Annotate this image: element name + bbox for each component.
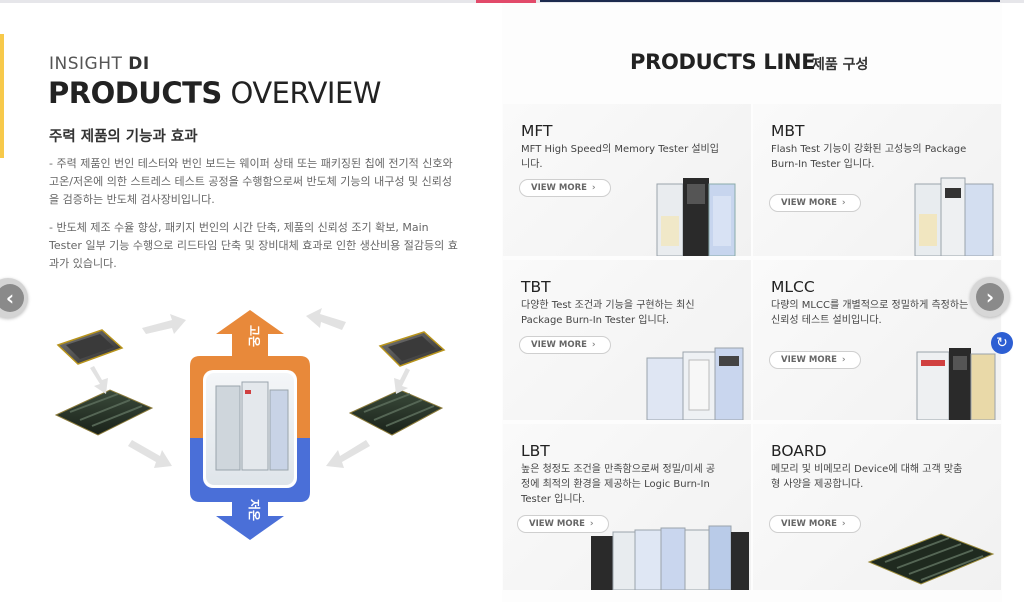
product-name: BOARD: [771, 442, 827, 460]
page-title: PRODUCTS OVERVIEW: [48, 76, 381, 110]
lbt-equipment-image: [591, 525, 749, 590]
prev-slide-button[interactable]: ‹: [0, 278, 28, 318]
product-name: MFT: [521, 122, 553, 140]
product-description: Flash Test 기능이 강화된 고성능의 Package Burn-In …: [771, 144, 967, 170]
product-card-board[interactable]: BOARD 메모리 및 비메모리 Device에 대해 고객 맞춤형 사양을 제…: [753, 424, 1001, 590]
chevron-right-icon: ›: [841, 198, 846, 208]
refresh-icon[interactable]: ↻: [991, 332, 1013, 354]
product-name: TBT: [521, 278, 551, 296]
product-card-tbt[interactable]: TBT 다양한 Test 조건과 기능을 구현하는 최신 Package Bur…: [503, 260, 751, 420]
chevron-left-icon: ‹: [5, 286, 15, 310]
mbt-equipment-image: [914, 177, 994, 256]
product-card-lbt[interactable]: LBT 높은 청정도 조건을 만족함으로써 정밀/미세 공정에 최적의 환경을 …: [503, 424, 751, 590]
top-bar-accent: [476, 0, 536, 3]
product-description: MFT High Speed의 Memory Tester 설비입니다.: [521, 144, 719, 170]
chip-right-icon: [378, 331, 446, 367]
chevron-right-icon: ›: [841, 355, 846, 365]
board-right-icon: [348, 389, 444, 436]
overview-panel: INSIGHT DI PRODUCTS OVERVIEW 주력 제품의 기능과 …: [0, 0, 502, 602]
view-more-label: VIEW MORE: [531, 340, 587, 350]
temperature-cycle: 고온 저온: [190, 310, 310, 540]
overview-paragraph-2: - 반도체 제조 수율 향상, 패키지 번인의 시간 단축, 제품의 신뢰성 조…: [49, 221, 458, 270]
brand-subtitle-prefix: INSIGHT: [49, 54, 129, 74]
chip-left-icon: [56, 329, 124, 365]
view-more-button[interactable]: VIEW MORE ›: [517, 515, 609, 533]
left-accent-strip: [0, 34, 4, 158]
product-card-mlcc[interactable]: MLCC 다량의 MLCC를 개별적으로 정밀하게 측정하는 신뢰성 테스트 설…: [753, 260, 1001, 420]
chevron-right-icon: ›: [841, 519, 846, 529]
product-description: 높은 청정도 조건을 만족함으로써 정밀/미세 공정에 최적의 환경을 제공하는…: [521, 464, 716, 505]
product-card-mbt[interactable]: MBT Flash Test 기능이 강화된 고성능의 Package Burn…: [753, 104, 1001, 256]
flow-arrow-icon: [90, 366, 108, 394]
page-title-light: OVERVIEW: [221, 76, 382, 110]
view-more-label: VIEW MORE: [781, 355, 837, 365]
mft-equipment-image: [656, 178, 736, 256]
product-card-mft[interactable]: MFT MFT High Speed의 Memory Tester 설비입니다.…: [503, 104, 751, 256]
flow-arrow-icon: [326, 440, 370, 468]
product-name: MBT: [771, 122, 805, 140]
product-description: 다양한 Test 조건과 기능을 구현하는 최신 Package Burn-In…: [521, 300, 695, 326]
chevron-right-icon: ›: [591, 183, 596, 193]
brand-subtitle-bold: DI: [128, 54, 150, 74]
product-name: LBT: [521, 442, 550, 460]
board-left-icon: [54, 389, 154, 436]
product-description: 메모리 및 비메모리 Device에 대해 고객 맞춤형 사양을 제공합니다.: [771, 464, 963, 490]
flow-arrow-icon: [142, 314, 186, 334]
top-bar: [0, 0, 1024, 3]
mlcc-equipment-image: [916, 348, 996, 420]
next-slide-button[interactable]: ›: [970, 277, 1010, 317]
hot-label: 고온: [247, 325, 262, 347]
cold-label: 저온: [247, 499, 262, 521]
view-more-button[interactable]: VIEW MORE ›: [769, 194, 861, 212]
product-name: MLCC: [771, 278, 815, 296]
flow-arrow-icon: [394, 368, 410, 394]
tbt-equipment-image: [646, 347, 744, 420]
flow-arrow-icon: [306, 308, 346, 330]
view-more-button[interactable]: VIEW MORE ›: [769, 351, 861, 369]
view-more-button[interactable]: VIEW MORE ›: [519, 179, 611, 197]
burn-in-board-image: [867, 533, 995, 585]
top-bar-rule: [540, 0, 1000, 2]
product-description: 다량의 MLCC를 개별적으로 정밀하게 측정하는 신뢰성 테스트 설비입니다.: [771, 300, 969, 326]
view-more-button[interactable]: VIEW MORE ›: [519, 336, 611, 354]
products-line-subtitle: 제품 구성: [812, 57, 869, 73]
view-more-label: VIEW MORE: [781, 198, 837, 208]
chevron-right-icon: ›: [985, 285, 995, 309]
section-title: 주력 제품의 기능과 효과: [49, 129, 198, 145]
view-more-label: VIEW MORE: [529, 519, 585, 529]
view-more-label: VIEW MORE: [781, 519, 837, 529]
flow-arrows: [90, 308, 410, 468]
view-more-label: VIEW MORE: [531, 183, 587, 193]
flow-arrow-icon: [128, 440, 172, 468]
burn-in-process-diagram: 고온 저온: [54, 308, 446, 540]
chevron-right-icon: ›: [589, 519, 594, 529]
overview-paragraph-1: - 주력 제품인 번인 테스터와 번인 보드는 웨이퍼 상태 또는 패키징된 칩…: [49, 157, 453, 206]
view-more-button[interactable]: VIEW MORE ›: [769, 515, 861, 533]
brand-subtitle: INSIGHT DI: [49, 54, 150, 74]
chevron-right-icon: ›: [591, 340, 596, 350]
page-title-bold: PRODUCTS: [48, 76, 222, 110]
products-line-title: PRODUCTS LINE: [630, 50, 816, 74]
